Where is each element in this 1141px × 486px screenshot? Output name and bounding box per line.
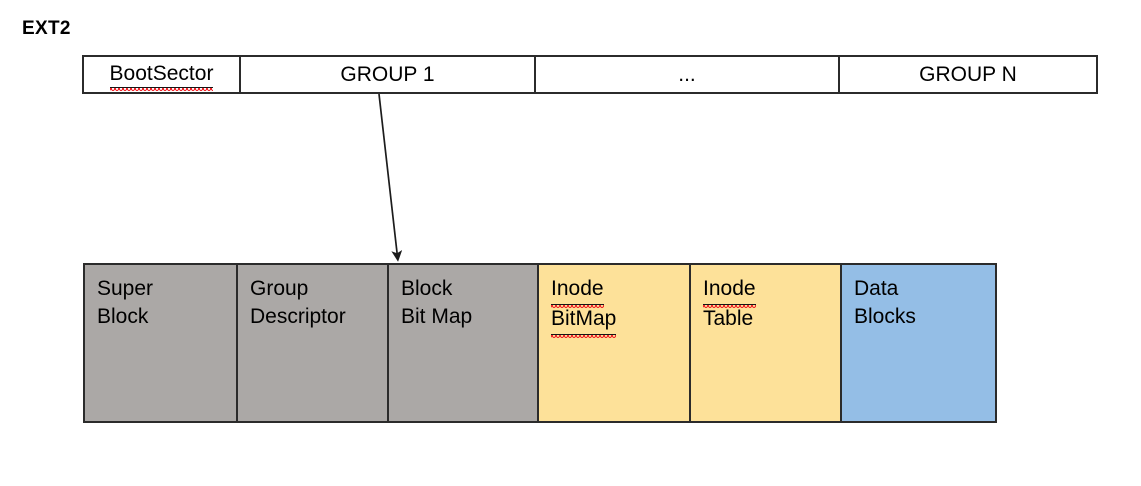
cell-group-descriptor-line1: Group xyxy=(250,277,309,300)
cell-super-block-line2: Block xyxy=(97,305,149,328)
group1-expansion-arrow xyxy=(378,93,403,262)
cell-block-bitmap-line2: Bit Map xyxy=(401,305,473,328)
page-title: EXT2 xyxy=(22,18,71,39)
cell-group-1[interactable]: GROUP 1 xyxy=(239,57,534,92)
cell-data-blocks-line1: Data xyxy=(854,277,899,300)
cell-inode-bitmap-line2: BitMap xyxy=(551,305,617,338)
cell-group-ellipsis[interactable]: ... xyxy=(534,57,838,92)
cell-group-1-label: GROUP 1 xyxy=(340,62,435,86)
arrow-line xyxy=(378,93,403,262)
cell-data-blocks-line2: Blocks xyxy=(854,305,916,328)
cell-boot-sector-label: BootSector xyxy=(109,62,214,91)
cell-group-descriptor-line2: Descriptor xyxy=(250,305,346,328)
cell-group-n[interactable]: GROUP N xyxy=(838,57,1096,92)
cell-super-block-line1: Super xyxy=(97,277,154,300)
cell-group-n-label: GROUP N xyxy=(919,62,1017,86)
cell-boot-sector[interactable]: BootSector xyxy=(84,57,239,92)
cell-inode-table-line1: Inode xyxy=(703,275,756,308)
cell-inode-bitmap-line1: Inode xyxy=(551,275,604,308)
cell-block-bitmap-line1: Block xyxy=(401,277,453,300)
cell-inode-table-line2: Table xyxy=(703,307,754,330)
cell-group-ellipsis-label: ... xyxy=(678,62,696,86)
spellcheck-underline: BootSector xyxy=(109,62,214,91)
ext2-volume-layout-row: BootSector GROUP 1 ... GROUP N xyxy=(82,55,1098,94)
